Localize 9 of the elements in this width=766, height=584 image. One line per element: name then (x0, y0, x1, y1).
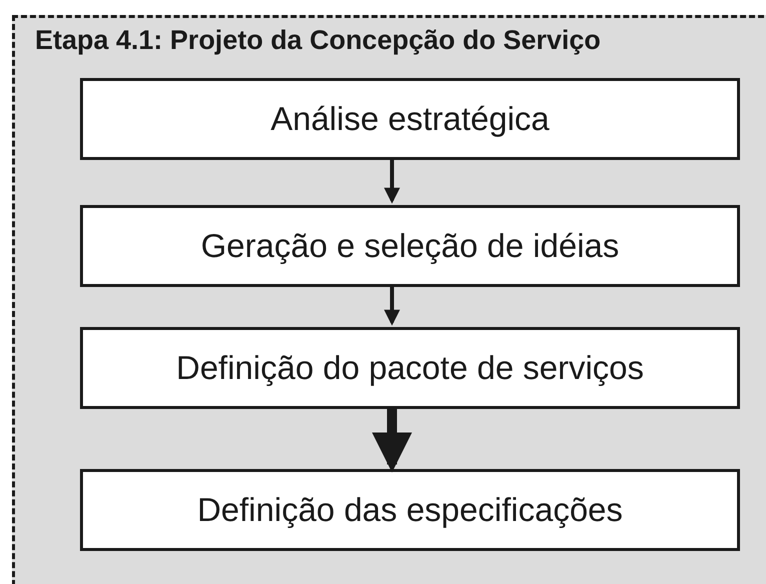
process-box: Definição das especificações (80, 469, 740, 551)
arrow (372, 408, 412, 472)
process-box: Definição do pacote de serviços (80, 327, 740, 409)
process-box: Análise estratégica (80, 78, 740, 160)
arrow (384, 158, 400, 204)
process-box: Geração e seleção de idéias (80, 205, 740, 287)
stage-panel (12, 15, 766, 584)
panel-heading: Etapa 4.1: Projeto da Concepção do Serviço (35, 24, 601, 57)
arrow (384, 286, 400, 326)
